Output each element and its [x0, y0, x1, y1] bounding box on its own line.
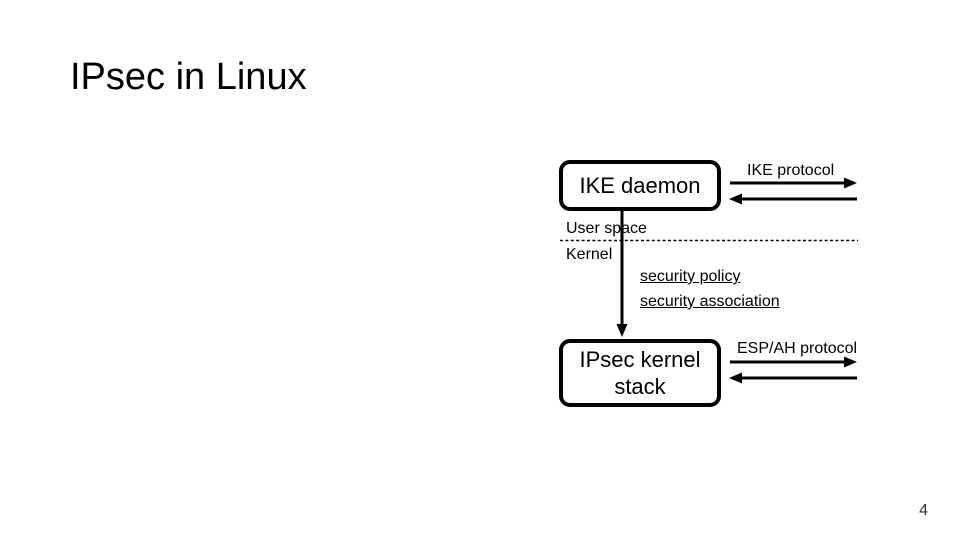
ipsec-kernel-stack-box-label: IPsec kernel stack — [579, 347, 701, 399]
user-space-label: User space — [566, 220, 647, 237]
slide-title: IPsec in Linux — [70, 56, 307, 98]
esp-ah-arrow-right — [730, 356, 857, 368]
ike-daemon-box-label: IKE daemon — [579, 173, 701, 198]
ike-protocol-arrow-left — [729, 193, 857, 205]
esp-ah-arrow-left — [729, 372, 857, 384]
esp-ah-protocol-label: ESP/AH protocol — [737, 340, 858, 357]
ike-protocol-arrow-right — [730, 177, 857, 189]
ike-protocol-label: IKE protocol — [747, 162, 835, 179]
kernel-label: Kernel — [566, 246, 613, 263]
ike-daemon-box: IKE daemon — [559, 160, 721, 211]
security-policy-label: security policy — [640, 268, 741, 285]
ipsec-kernel-stack-box: IPsec kernel stack — [559, 339, 721, 407]
page-number: 4 — [919, 502, 928, 519]
security-association-label: security association — [640, 293, 780, 310]
